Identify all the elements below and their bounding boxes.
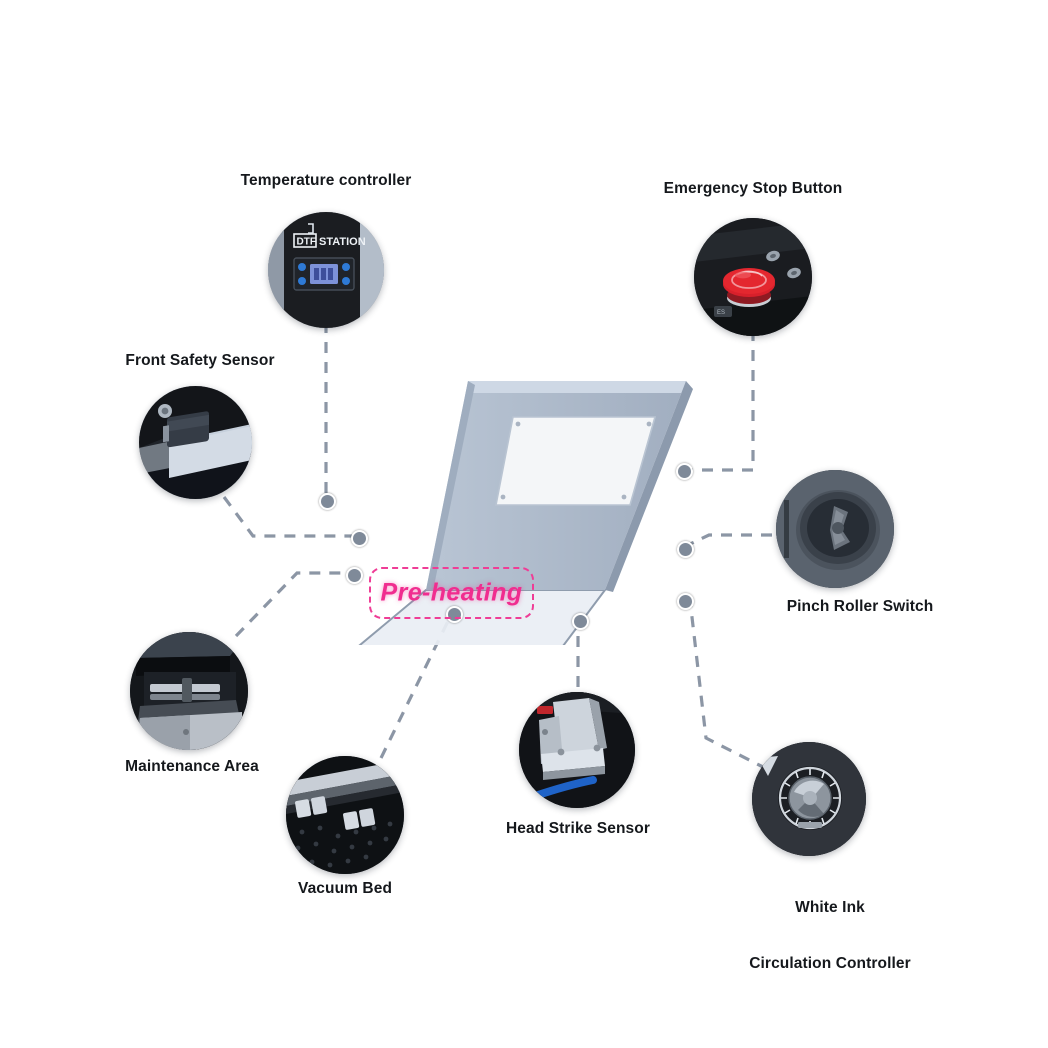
marker-temperature-controller [319,493,336,510]
marker-front-safety-sensor [351,530,368,547]
leader-emergency-stop-button [683,330,755,472]
callout-label-white-ink-circulation-controller: White Ink Circulation Controller [710,862,950,1011]
callout-label-head-strike-sensor: Head Strike Sensor [506,820,650,837]
marker-white-ink-circulation-controller [677,593,694,610]
preheating-label: Pre-heating [380,578,523,607]
callout-label-emergency-stop-button: Emergency Stop Button [663,180,843,197]
svg-text:ES: ES [717,310,725,316]
marker-head-strike-sensor [572,613,589,630]
marker-pinch-roller-switch [677,541,694,558]
callout-label-temperature-controller: Temperature controller [240,172,412,189]
callout-image-white-ink-circulation-controller [752,742,866,856]
callout-image-temperature-controller: DTF STATION [268,212,384,328]
leader-white-ink-circulation-controller [688,599,768,771]
callout-image-maintenance-area [130,632,248,750]
leader-maintenance-area [234,571,352,638]
preheating-highlight: Pre-heating [369,567,534,619]
leader-front-safety-sensor [222,496,357,538]
callout-image-emergency-stop-button: ES [694,218,812,336]
callout-label-maintenance-area: Maintenance Area [125,758,259,775]
callout-label-pinch-roller-switch: Pinch Roller Switch [786,598,934,615]
svg-text:STATION: STATION [319,236,366,248]
callout-image-pinch-roller-switch [776,470,894,588]
leader-pinch-roller-switch [683,533,772,549]
callout-label-vacuum-bed: Vacuum Bed [297,880,393,897]
callout-image-front-safety-sensor [139,386,252,499]
callout-image-vacuum-bed [286,756,404,874]
callout-image-head-strike-sensor [519,692,635,808]
callout-label-line-1: White Ink [795,899,865,917]
marker-maintenance-area [346,567,363,584]
callout-label-line-2: Circulation Controller [749,954,911,972]
marker-emergency-stop-button [676,463,693,480]
svg-text:DTF: DTF [297,237,316,248]
leader-vacuum-bed [379,612,454,759]
callout-label-front-safety-sensor: Front Safety Sensor [125,352,275,369]
